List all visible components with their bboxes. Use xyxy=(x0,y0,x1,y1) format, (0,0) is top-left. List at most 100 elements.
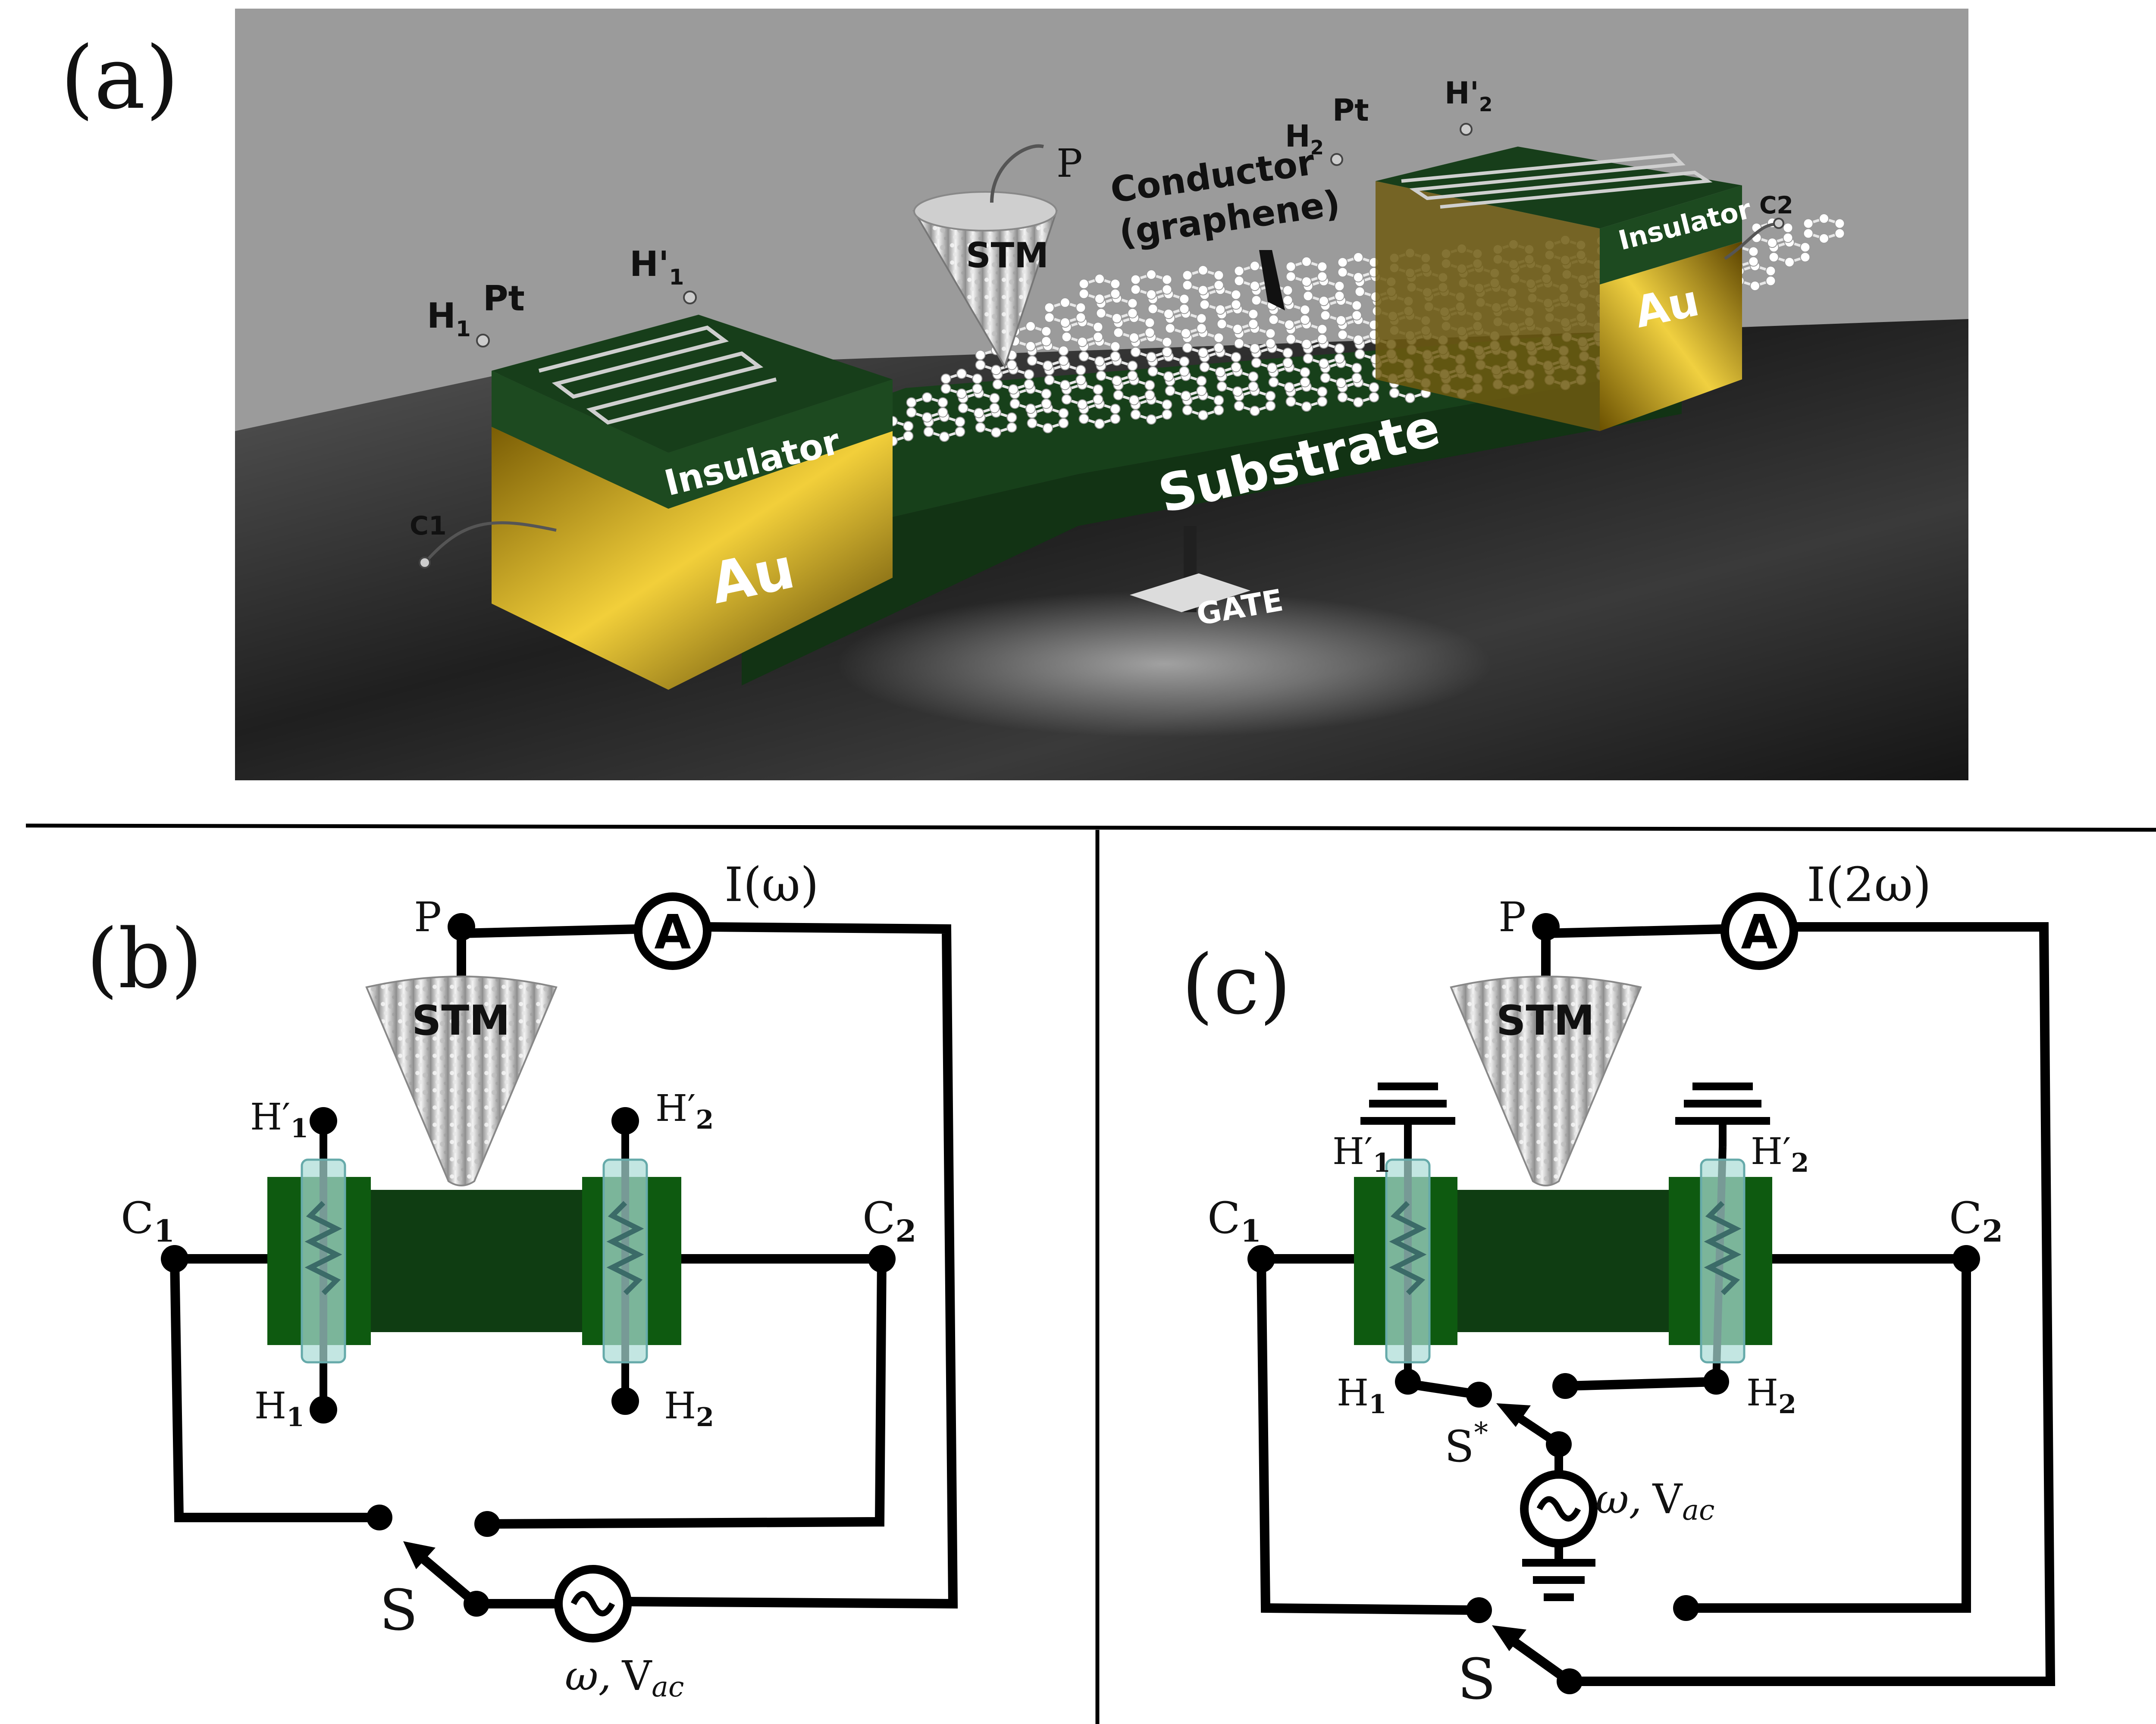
graphene-atom xyxy=(1234,400,1244,411)
graphene-atom xyxy=(1165,385,1175,396)
graphene-atom xyxy=(937,407,948,418)
graphene-atom xyxy=(1112,375,1122,386)
pin-switch-right-c xyxy=(1673,1595,1699,1621)
graphene-atom xyxy=(1334,343,1345,354)
graphene-atom xyxy=(1110,341,1121,352)
graphene-atom xyxy=(1163,371,1174,382)
graphene-atom xyxy=(1182,280,1193,291)
graphene-atom xyxy=(1044,375,1055,385)
c1-wire-a xyxy=(426,521,557,562)
graphene-atom xyxy=(1265,391,1276,401)
c2-label-c: C2 xyxy=(1949,1193,2003,1249)
graphene-atom xyxy=(906,397,917,408)
pin-switch-pivot-b xyxy=(464,1591,489,1617)
graphene-atom xyxy=(937,397,948,408)
graphene-atom xyxy=(1024,369,1034,380)
graphene-atom xyxy=(1317,324,1328,335)
graphene-atom xyxy=(958,403,968,413)
stm-label-a: STM xyxy=(966,235,1049,275)
graphene-atom xyxy=(1162,284,1172,295)
graphene-atom xyxy=(1144,380,1155,391)
heater-resistor-icon xyxy=(1704,1201,1742,1295)
pin-switch-right-b xyxy=(474,1511,500,1537)
graphene-atom xyxy=(1216,319,1227,329)
h2p-label-a: H'2 xyxy=(1445,75,1492,116)
graphene-atom xyxy=(1043,360,1053,371)
graphene-atom xyxy=(1351,363,1362,373)
graphene-atom xyxy=(1334,281,1345,291)
graphene-atom xyxy=(1110,278,1121,289)
graphene-atom xyxy=(1027,355,1037,366)
graphene-atom xyxy=(1337,392,1348,403)
graphene-atom xyxy=(923,426,934,437)
graphene-atom xyxy=(1093,384,1103,395)
graphene-atom xyxy=(1130,284,1141,295)
graphene-atom xyxy=(1078,351,1089,362)
graphene-atom xyxy=(1198,285,1208,296)
graphene-atom xyxy=(1077,399,1087,410)
graphene-atom xyxy=(1213,332,1224,343)
current-label-c: I(2ω) xyxy=(1807,857,1931,912)
graphene-atom xyxy=(1075,302,1086,313)
graphene-atom xyxy=(1320,310,1331,321)
graphene-atom xyxy=(1093,332,1103,342)
graphene-atom xyxy=(1025,341,1036,352)
graphene-atom xyxy=(975,350,986,360)
graphene-atom xyxy=(1784,257,1795,268)
graphene-atom xyxy=(922,392,932,403)
graphene-atom xyxy=(1024,379,1034,390)
graphene-atom xyxy=(1320,372,1331,383)
graphene-atom xyxy=(1803,228,1814,239)
stm-tip-icon xyxy=(1450,976,1642,1186)
graphene-atom xyxy=(1127,360,1138,371)
graphene-atom xyxy=(1127,370,1138,381)
graphene-atom xyxy=(1025,321,1036,332)
graphene-atom xyxy=(1096,308,1106,319)
panel-b: (b) xyxy=(86,857,958,1703)
pin-switch-left-b xyxy=(367,1505,392,1530)
graphene-atom xyxy=(1300,377,1310,388)
graphene-atom xyxy=(1337,257,1348,268)
graphene-atom xyxy=(1353,335,1363,345)
graphene-atom xyxy=(1075,375,1086,385)
left-block-au-front xyxy=(492,427,893,690)
wire-c2-loop-b xyxy=(487,1254,887,1529)
graphene-atom xyxy=(956,368,967,379)
graphene-atom xyxy=(1216,381,1227,392)
graphene-atom xyxy=(940,373,951,384)
graphene-atom xyxy=(1783,222,1793,233)
graphene-atom xyxy=(1127,308,1138,319)
graphene-atom xyxy=(1282,347,1293,358)
graphene-atom xyxy=(1199,299,1210,310)
wire-p-ammeter-b xyxy=(457,924,639,939)
graphene-atom xyxy=(1058,355,1069,366)
graphene-atom xyxy=(1144,317,1155,328)
graphene-atom xyxy=(989,403,1000,413)
switch-arrowhead-b xyxy=(403,1541,436,1569)
graphene-atom xyxy=(1301,339,1312,350)
graphene-atom xyxy=(1130,409,1141,420)
graphene-atom xyxy=(1337,267,1348,278)
graphene-atom xyxy=(1078,413,1089,424)
ammeter-icon xyxy=(1720,892,1798,970)
ac-wave-c xyxy=(1536,1496,1581,1522)
graphene-atom xyxy=(1234,275,1244,286)
c1-label-a: C1 xyxy=(410,511,447,541)
ammeter-icon xyxy=(634,892,711,970)
graphene-atom xyxy=(991,427,1001,438)
wire-c1-loop-c xyxy=(1256,1254,1479,1615)
graphene-atom xyxy=(1144,390,1155,400)
ammeter-label-b: A xyxy=(654,904,691,960)
graphene-atom xyxy=(1405,393,1415,404)
graphene-atom xyxy=(1282,295,1293,306)
stm-wire-a xyxy=(990,144,1044,203)
graphene-atom xyxy=(1094,356,1105,367)
graphene-atom xyxy=(1234,338,1244,349)
graphene-atom xyxy=(1232,324,1243,335)
left-block-insulator-front xyxy=(492,371,893,509)
graphene-atom xyxy=(1094,419,1105,429)
graphene-atom xyxy=(1110,404,1121,414)
pin-sstar-left-c xyxy=(1466,1382,1492,1408)
graphene-atom xyxy=(1093,394,1103,405)
graphene-atom xyxy=(1130,347,1141,357)
